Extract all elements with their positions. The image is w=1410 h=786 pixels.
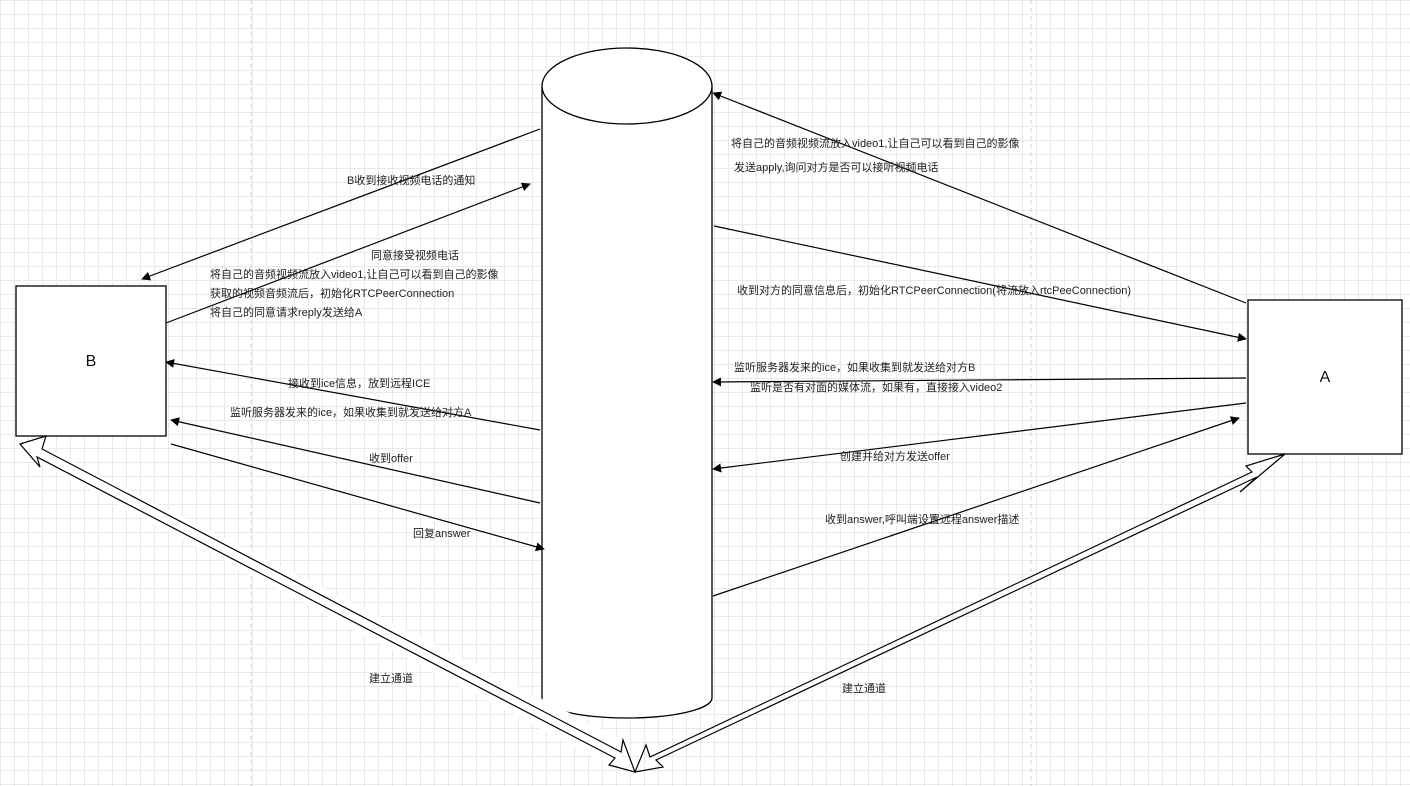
edge-a-receive-answer[interactable] <box>712 416 1240 597</box>
label-b-receive-ice: 接收到ice信息，放到远程ICE <box>288 376 430 390</box>
channel-arrow-a[interactable] <box>634 453 1286 773</box>
label-b-receive-notice: B收到接收视频电话的通知 <box>347 173 475 187</box>
edge-b-agree[interactable] <box>165 182 531 324</box>
label-a-listen-ice: 监听服务器发来的ice，如果收集到就发送给对方B <box>734 360 975 374</box>
node-a[interactable]: A <box>1247 299 1403 455</box>
label-b-stream-video1: 将自己的音频视频流放入video1,让自己可以看到自己的影像 <box>210 267 498 281</box>
edge-a-create-offer[interactable] <box>712 402 1247 473</box>
label-b-receive-offer: 收到offer <box>369 451 413 465</box>
edge-b-reply-answer[interactable] <box>170 443 545 552</box>
edge-a-send-apply[interactable] <box>712 91 1247 304</box>
edge-b-receive-notice[interactable] <box>141 128 541 281</box>
label-b-channel: 建立通道 <box>369 671 413 685</box>
edge-a-after-agree[interactable] <box>713 225 1247 342</box>
label-a-channel: 建立通道 <box>842 681 886 695</box>
server-cylinder[interactable] <box>541 47 713 719</box>
label-b-reply-answer: 回复answer <box>413 526 471 540</box>
label-a-send-apply: 发送apply,询问对方是否可以接听视频电话 <box>734 160 939 174</box>
edge-b-receive-offer[interactable] <box>170 417 541 504</box>
label-a-stream-video1: 将自己的音频视频流放入video1,让自己可以看到自己的影像 <box>731 136 1019 150</box>
label-b-listen-ice: 监听服务器发来的ice，如果收集到就发送给对方A <box>230 405 472 419</box>
label-a-listen-stream: 监听是否有对面的媒体流，如果有，直接接入video2 <box>750 380 1002 394</box>
node-b-label: B <box>86 353 97 370</box>
label-b-init-rtc: 获取的视频音频流后，初始化RTCPeerConnection <box>210 286 454 300</box>
label-b-send-reply: 将自己的同意请求reply发送给A <box>210 305 363 319</box>
label-a-create-offer: 创建并给对方发送offer <box>840 449 950 463</box>
edge-b-receive-ice[interactable] <box>165 359 541 431</box>
node-a-label: A <box>1320 369 1331 386</box>
label-a-after-agree: 收到对方的同意信息后，初始化RTCPeerConnection(将流放入rtcP… <box>737 283 1131 297</box>
label-agree-call: 同意接受视频电话 <box>371 248 459 262</box>
label-a-receive-answer: 收到answer,呼叫端设置远程answer描述 <box>825 512 1019 526</box>
node-b[interactable]: B <box>15 285 167 437</box>
edge-a-listen-ice[interactable] <box>712 377 1247 387</box>
